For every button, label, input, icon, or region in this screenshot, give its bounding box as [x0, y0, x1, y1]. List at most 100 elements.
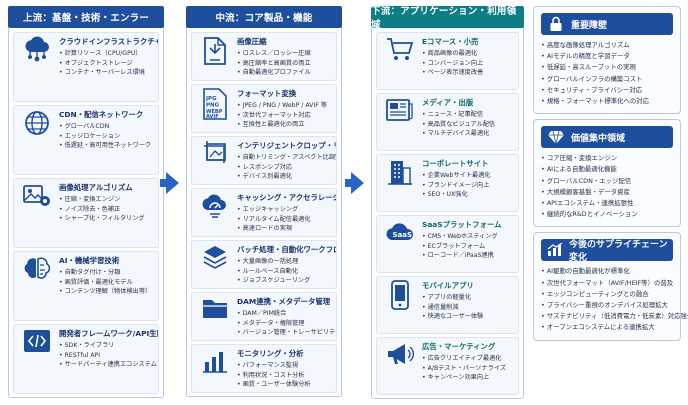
- list-item: 次世代フォーマット（AVIF/HEIF等）の普及: [541, 278, 673, 289]
- downstream-card-items: 企業Webサイト最適化ブランドイメージ向上SEO・UX強化: [422, 171, 515, 200]
- list-item: キャンペーン効果向上: [422, 373, 515, 383]
- folder-icon: [195, 296, 235, 320]
- list-item: サステナビリティ（低消費電力・低炭素）対応強化: [541, 311, 688, 322]
- midstream-card-items: 自動トリミング・アスペクト比調整レスポンシブ対応デバイス別最適化: [237, 153, 336, 182]
- lock-icon: [547, 15, 565, 33]
- flow-arrow-icon: [166, 172, 179, 194]
- midstream-card-title: DAM連携・メタデータ管理: [237, 297, 331, 306]
- svg-text:AVIF: AVIF: [206, 114, 219, 120]
- downstream-card-body: モバイルアプリアプリの軽量化通信量削減快適なユーザー体験: [420, 280, 515, 322]
- list-item: AI駆動の自動最適化が標準化: [541, 266, 673, 277]
- flow-arrow-stem-1: [160, 179, 168, 187]
- midstream-card-title: バッチ処理・自動化ワークフロー: [237, 245, 337, 254]
- value-panel: 価値集中領域 コア圧縮・変換エンジンAIによる自動最適化機能グローバルCDN・エ…: [533, 119, 681, 228]
- newspaper-icon: [380, 97, 420, 123]
- upstream-card-title: CDN・配信ネットワーク: [59, 110, 144, 119]
- list-item: オブジェクトストレージ: [59, 59, 155, 69]
- midstream-card-body: キャッシング・アクセラレーションエッジキャッシングリアルタイム配信最適化高速ロー…: [235, 192, 336, 234]
- list-item: 継続的なR&Dとイノベーション: [541, 209, 673, 220]
- list-item: ニュース・記事配信: [422, 110, 515, 120]
- list-item: ノイズ除去・色補正: [59, 205, 155, 215]
- cloud-network-icon: [17, 36, 57, 64]
- flow-arrow-stem-2: [345, 179, 353, 187]
- midstream-card-items: ロスレス／ロッシー圧縮高圧縮率と高画質の両立自動最適化プロファイル: [237, 49, 333, 78]
- crop-icon: [195, 140, 235, 166]
- upstream-card-body: 開発者フレームワーク/API生態系SDK・ライブラリRESTful APIサード…: [57, 328, 158, 370]
- bar-chart-icon: [195, 348, 235, 374]
- barriers-list: 高度な画像処理アルゴリズムAIモデルの精度と学習データ低遅延・高スループットの実…: [541, 40, 673, 107]
- downstream-card-title: SaaSプラットフォーム: [422, 220, 502, 229]
- list-item: シャープ化・フィルタリング: [59, 214, 155, 224]
- upstream-card: CDN・配信ネットワークグローバルCDNエッジロケーション低遅延・高可用性ネット…: [13, 105, 159, 175]
- list-item: 自動トリミング・アスペクト比調整: [237, 153, 336, 163]
- upstream-card-title: AI・機械学習技術: [59, 256, 120, 265]
- midstream-card-body: フォーマット変換 JPEG / PNG / WebP / AVIF 等次世代フォー…: [235, 88, 333, 130]
- upstream-card-body: クラウドインフラストラクチャ計算リソース（CPU/GPU）オブジェクトストレージ…: [57, 36, 158, 78]
- downstream-card: 広告・マーケティング広告クリエイティブ最適化A/Bテスト・パーソナライズキャンペ…: [376, 337, 519, 395]
- downstream-card-body: コーポレートサイト企業Webサイト最適化ブランドイメージ向上SEO・UX強化: [420, 158, 515, 200]
- list-item: 画質・ユーザー体験分析: [237, 380, 333, 390]
- list-item: ロスレス／ロッシー圧縮: [237, 49, 333, 59]
- changes-header: 今後のサプライチェーン変化: [541, 239, 673, 263]
- downstream-card-title: メディア・出版: [422, 98, 474, 107]
- barriers-header: 重要障壁: [541, 13, 673, 35]
- downstream-card-body: 広告・マーケティング広告クリエイティブ最適化A/Bテスト・パーソナライズキャンペ…: [420, 341, 515, 383]
- downstream-card-title: Eコマース・小売: [422, 37, 479, 46]
- upstream-header: 上流：基盤・技術・エンラー: [8, 6, 164, 28]
- mobile-icon: [380, 280, 420, 310]
- midstream-card-title: キャッシング・アクセラレーション: [237, 193, 336, 202]
- list-item: アプリの軽量化: [422, 293, 515, 303]
- downstream-card-body: メディア・出版ニュース・記事配信高品質なビジュアル配信マルチデバイス最適化: [420, 97, 515, 139]
- list-item: 通信量削減: [422, 303, 515, 313]
- list-item: 高速ロードの実現: [237, 224, 333, 234]
- list-item: サードパーティ連携エコシステム: [59, 360, 157, 370]
- list-item: レスポンシブ対応: [237, 163, 333, 173]
- midstream-card: DAM連携・メタデータ管理DAM／PIM統合メタデータ・権限管理バージョン管理・…: [191, 292, 337, 341]
- midstream-card-title: フォーマット変換: [237, 89, 297, 98]
- ai-brain-icon: [17, 255, 57, 283]
- midstream-card-body: DAM連携・メタデータ管理DAM／PIM統合メタデータ・権限管理バージョン管理・…: [235, 296, 336, 338]
- midstream-header: 中流：コア製品・機能: [186, 6, 342, 28]
- downstream-card: Eコマース・小売商品画像の最適化コンバージョン向上ページ表示速度改善: [376, 32, 519, 90]
- list-item: JPEG / PNG / WebP / AVIF 等: [237, 101, 333, 111]
- list-item: エッジキャッシング: [237, 205, 333, 215]
- downstream-column: 下流：アプリケーション・利用領域 Eコマース・小売商品画像の最適化コンバージョン…: [371, 6, 524, 399]
- list-item: ページ表示速度改善: [422, 68, 515, 78]
- flow-arrow-icon: [351, 172, 364, 194]
- shopping-cart-icon: [380, 36, 420, 62]
- list-item: セキュリティ・プライバシー対応: [541, 85, 673, 96]
- list-item: グローバルインフラの構築コスト: [541, 74, 673, 85]
- list-item: DAM／PIM統合: [237, 309, 333, 319]
- midstream-card: モニタリング・分析パフォーマンス監視利用状況・コスト分析画質・ユーザー体験分析: [191, 344, 337, 393]
- upstream-card: 画像処理アルゴリズム圧縮・変換エンジンノイズ除去・色補正シャープ化・フィルタリン…: [13, 178, 159, 248]
- value-title: 価値集中領域: [571, 133, 626, 144]
- upstream-card-body: CDN・配信ネットワークグローバルCDNエッジロケーション低遅延・高可用性ネット…: [57, 109, 155, 151]
- list-item: ローコード／iPaaS連携: [422, 251, 515, 261]
- list-item: メタデータ・権限管理: [237, 319, 333, 329]
- midstream-card-body: インテリジェントクロップ・リサイズ自動トリミング・アスペクト比調整レスポンシブ対…: [235, 140, 336, 182]
- list-item: ルールベース自動化: [237, 267, 333, 277]
- image-processing-icon: [17, 182, 57, 210]
- upstream-card-body: 画像処理アルゴリズム圧縮・変換エンジンノイズ除去・色補正シャープ化・フィルタリン…: [57, 182, 155, 224]
- midstream-card-items: JPEG / PNG / WebP / AVIF 等次世代フォーマット対応互換性…: [237, 101, 333, 130]
- list-item: 規格・フォーマット標準化への対応: [541, 96, 673, 107]
- midstream-card-body: 画像圧縮ロスレス／ロッシー圧縮高圧縮率と高画質の両立自動最適化プロファイル: [235, 36, 333, 78]
- list-item: リアルタイム配信最適化: [237, 215, 333, 225]
- midstream-card-title: モニタリング・分析: [237, 349, 304, 358]
- list-item: 広告クリエイティブ最適化: [422, 354, 515, 364]
- downstream-card-items: 商品画像の最適化コンバージョン向上ページ表示速度改善: [422, 49, 515, 78]
- list-item: 次世代フォーマット対応: [237, 111, 333, 121]
- svg-text:PNG: PNG: [206, 103, 220, 109]
- compress-file-icon: [195, 36, 235, 66]
- midstream-card: JPGPNGWEBPAVIFフォーマット変換JPEG / PNG / WebP …: [191, 84, 337, 133]
- list-item: グローバルCDN・エッジ配信: [541, 176, 673, 187]
- list-item: オープンエコシステムによる連携拡大: [541, 322, 673, 333]
- midstream-card-items: パフォーマンス監視利用状況・コスト分析画質・ユーザー体験分析: [237, 361, 333, 390]
- barriers-title: 重要障壁: [571, 20, 608, 31]
- value-header: 価値集中領域: [541, 126, 673, 149]
- svg-text:JPG: JPG: [205, 96, 217, 102]
- midstream-card-body: モニタリング・分析パフォーマンス監視利用状況・コスト分析画質・ユーザー体験分析: [235, 348, 333, 390]
- list-item: AIによる自動最適化機能: [541, 164, 673, 175]
- value-list: コア圧縮・変換エンジンAIによる自動最適化機能グローバルCDN・エッジ配信大規模…: [541, 153, 673, 220]
- midstream-card: キャッシング・アクセラレーションエッジキャッシングリアルタイム配信最適化高速ロー…: [191, 188, 337, 237]
